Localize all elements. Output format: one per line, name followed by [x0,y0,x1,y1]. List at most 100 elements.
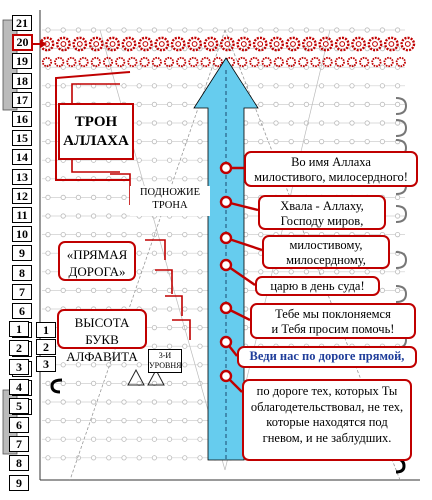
level-dot [379,83,385,89]
level-dot [288,269,294,275]
level-dot [349,27,355,33]
level-dot [151,287,157,293]
red-ornament-center [224,41,231,47]
small-triangle [147,368,165,386]
level-dot [197,139,203,145]
level-dot [197,176,203,182]
verse-marker [219,301,233,315]
red-ornament-small [200,56,211,68]
level-dot [273,83,279,89]
level-dot [136,120,142,126]
level-dot [167,83,173,89]
red-ornament-small [261,56,272,68]
level-dot [136,250,142,256]
red-ornament-center [109,41,116,47]
level-dot [45,306,51,312]
level-dot [106,380,112,386]
level-dot [288,64,294,70]
red-ornament-center [76,41,83,47]
level-dot [167,287,173,293]
level-dot [151,139,157,145]
level-dot [167,436,173,442]
red-ornament-center [142,41,149,47]
level-dot [136,380,142,386]
verse-2-box: Хвала - Аллаху, Господу миров, [258,195,386,230]
level-dot [258,101,264,108]
red-ornament [105,36,121,52]
level-dot [167,120,173,126]
level-dot [349,139,355,145]
red-ornament-small [188,56,199,68]
red-ornament [301,36,317,52]
level-dot [60,362,66,368]
level-dot [151,101,157,108]
level-dot [258,232,264,238]
level-dot [318,83,325,89]
level-dot [182,287,188,293]
level-dot [182,176,188,182]
level-dot [121,380,127,386]
level-dot [45,287,51,293]
level-dot [91,194,97,200]
level-dot [349,83,355,89]
level-dot [273,27,279,33]
level-dot [75,194,82,200]
level-dot [167,399,173,405]
right-curl-arrow [395,205,408,223]
level-dot [60,287,66,293]
level-number-20: 20 [12,34,33,52]
level-dot [334,101,340,108]
level-dot [349,269,355,275]
level-dot [182,157,188,163]
right-curl-arrow [395,251,408,269]
red-ornament [367,36,383,52]
level-dot [212,27,218,33]
red-ornament [252,36,268,52]
level-dot [91,436,97,442]
red-ornament-small [359,56,370,68]
level-dot [197,83,203,89]
level-number-bottom-5: 5 [9,397,29,414]
level-dot [197,250,203,256]
level-dot [318,269,325,275]
red-ornament-small [66,56,77,68]
level-dot [334,27,340,33]
level-number-6: 6 [12,303,32,319]
level-dot [151,399,157,405]
level-dot [151,306,157,312]
red-ornament-small [90,56,101,68]
red-ornament-center [208,41,214,47]
level-dot [182,380,188,386]
red-ornament-center [60,41,67,47]
level-number-8: 8 [12,264,32,281]
red-ornament-center [240,41,247,47]
level-dot [379,139,385,145]
red-ornament-small [383,56,394,68]
level-dot [394,213,401,219]
level-dot [75,399,82,405]
level-number-mid-2: 2 [36,339,56,355]
level-dot [167,101,173,108]
level-dot [151,45,157,52]
right-curl-arrow [395,119,408,137]
level-dot [197,306,203,312]
red-ornament [56,36,71,52]
level-dot [379,101,385,108]
level-number-bottom-3: 3 [9,359,29,376]
level-dot [182,269,188,275]
verse-marker [219,195,233,209]
level-dot [151,436,157,442]
level-dot [318,120,325,126]
red-ornament-small [310,56,321,68]
red-ornament-small [237,56,248,68]
red-ornament [121,36,137,52]
level-dot [182,455,188,461]
red-ornament-small [371,56,382,68]
level-dot [197,343,203,349]
level-dot [136,64,142,70]
level-dot [106,232,112,238]
level-dot [45,27,51,33]
level-dot [45,194,51,200]
level-dot [151,455,157,461]
level-dot [151,343,157,349]
